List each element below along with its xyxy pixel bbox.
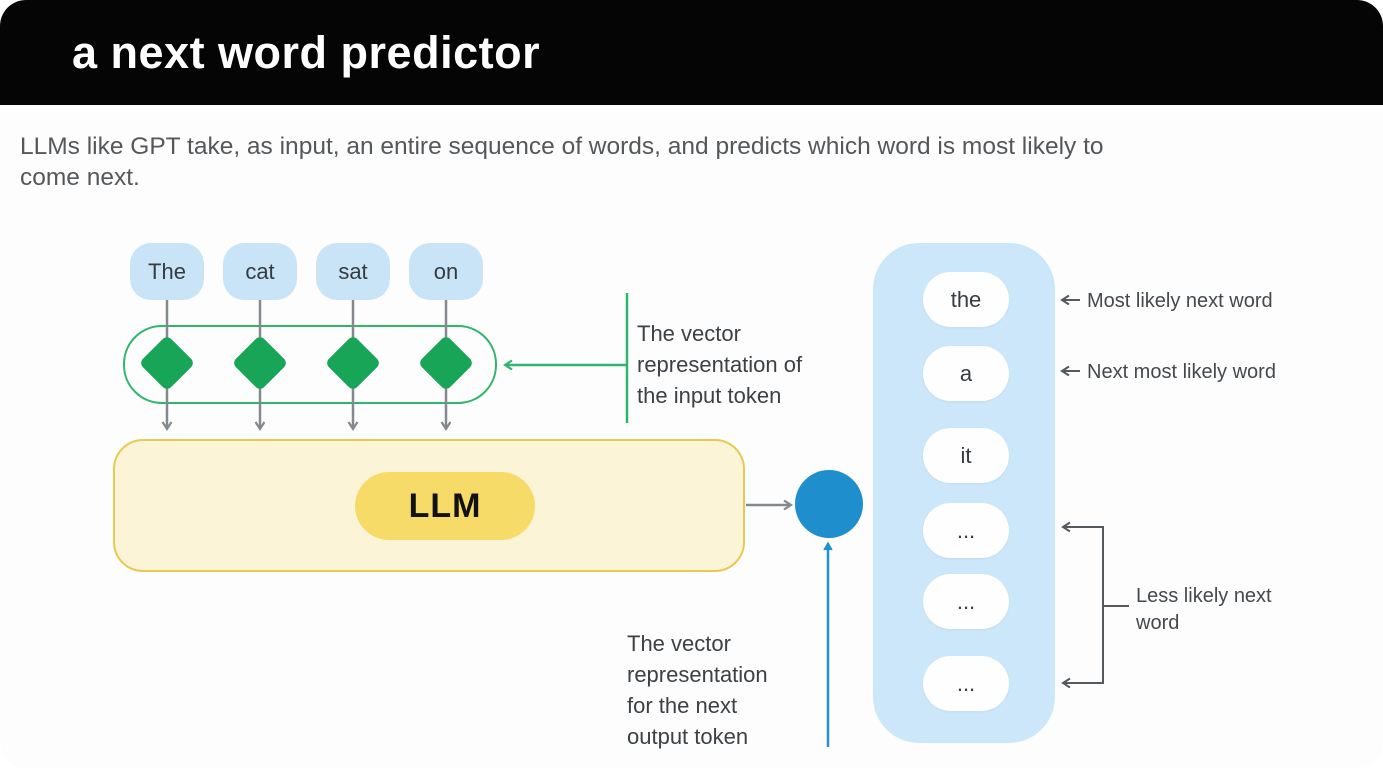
candidate-pill-ellipsis-3: ... xyxy=(923,656,1009,711)
token-bubble-on: on xyxy=(409,243,483,300)
less-likely-label: Less likely next word xyxy=(1136,585,1272,634)
token-bubble-the: The xyxy=(130,243,204,300)
intro-text: LLMs like GPT take, as input, an entire … xyxy=(20,133,1104,191)
input-vector-note: The vector representation of the input t… xyxy=(637,321,803,408)
embedding-group-outline xyxy=(123,325,497,404)
candidate-pill-the: the xyxy=(923,272,1009,327)
token-bubble-sat: sat xyxy=(316,243,390,300)
llm-label: LLM xyxy=(408,486,482,525)
likelihood-annotation-lines xyxy=(1063,300,1129,683)
candidate-pill-ellipsis-1: ... xyxy=(923,503,1009,558)
llm-label-pill: LLM xyxy=(355,472,535,540)
input-vector-annotation-lines xyxy=(506,293,629,423)
header-bar: a next word predictor xyxy=(0,0,1383,105)
candidate-pill-it: it xyxy=(923,428,1009,483)
page-title: a next word predictor xyxy=(72,26,541,78)
output-vector-note: The vector representation for the next o… xyxy=(627,631,768,749)
candidate-pill-a: a xyxy=(923,346,1009,401)
next-most-likely-label: Next most likely word xyxy=(1087,361,1276,383)
candidate-pill-ellipsis-2: ... xyxy=(923,574,1009,629)
token-bubble-cat: cat xyxy=(223,243,297,300)
most-likely-label: Most likely next word xyxy=(1087,290,1273,312)
llm-box xyxy=(113,439,745,572)
output-vector-node xyxy=(795,470,863,538)
